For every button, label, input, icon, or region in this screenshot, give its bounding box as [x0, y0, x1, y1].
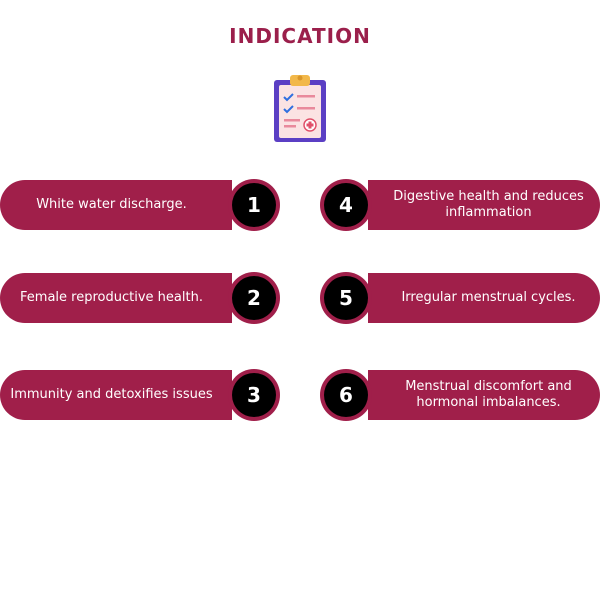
number-badge: 3: [228, 369, 280, 421]
pill-background: [0, 370, 232, 420]
indication-item-1: White water discharge. 1: [0, 179, 280, 231]
number-badge: 1: [228, 179, 280, 231]
number-label: 1: [232, 183, 276, 227]
pill-background: [0, 180, 232, 230]
pill-background: [368, 370, 600, 420]
pill-background: [0, 273, 232, 323]
indication-text: Digestive health and reduces inflammatio…: [393, 189, 584, 220]
indication-text: White water discharge.: [36, 197, 187, 212]
number-badge: 4: [320, 179, 372, 231]
indication-text: Female reproductive health.: [20, 290, 203, 305]
number-label: 5: [324, 276, 368, 320]
number-badge: 6: [320, 369, 372, 421]
indication-text: Immunity and detoxifies issues: [10, 387, 213, 402]
number-label: 3: [232, 373, 276, 417]
indication-item-6: Menstrual discomfort and hormonal imbala…: [320, 369, 600, 421]
number-badge: 2: [228, 272, 280, 324]
page-title: INDICATION: [229, 24, 371, 48]
indication-item-2: Female reproductive health. 2: [0, 272, 280, 324]
indication-text: Irregular menstrual cycles.: [401, 290, 576, 305]
indication-text: Menstrual discomfort and hormonal imbala…: [405, 379, 572, 410]
indication-item-4: Digestive health and reduces inflammatio…: [320, 179, 600, 231]
pill-background: [368, 273, 600, 323]
indication-item-3: Immunity and detoxifies issues 3: [0, 369, 280, 421]
number-label: 4: [324, 183, 368, 227]
number-label: 6: [324, 373, 368, 417]
indication-item-5: Irregular menstrual cycles. 5: [320, 272, 600, 324]
clipboard-checklist-icon: [274, 75, 326, 142]
number-badge: 5: [320, 272, 372, 324]
pill-background: [368, 180, 600, 230]
number-label: 2: [232, 276, 276, 320]
